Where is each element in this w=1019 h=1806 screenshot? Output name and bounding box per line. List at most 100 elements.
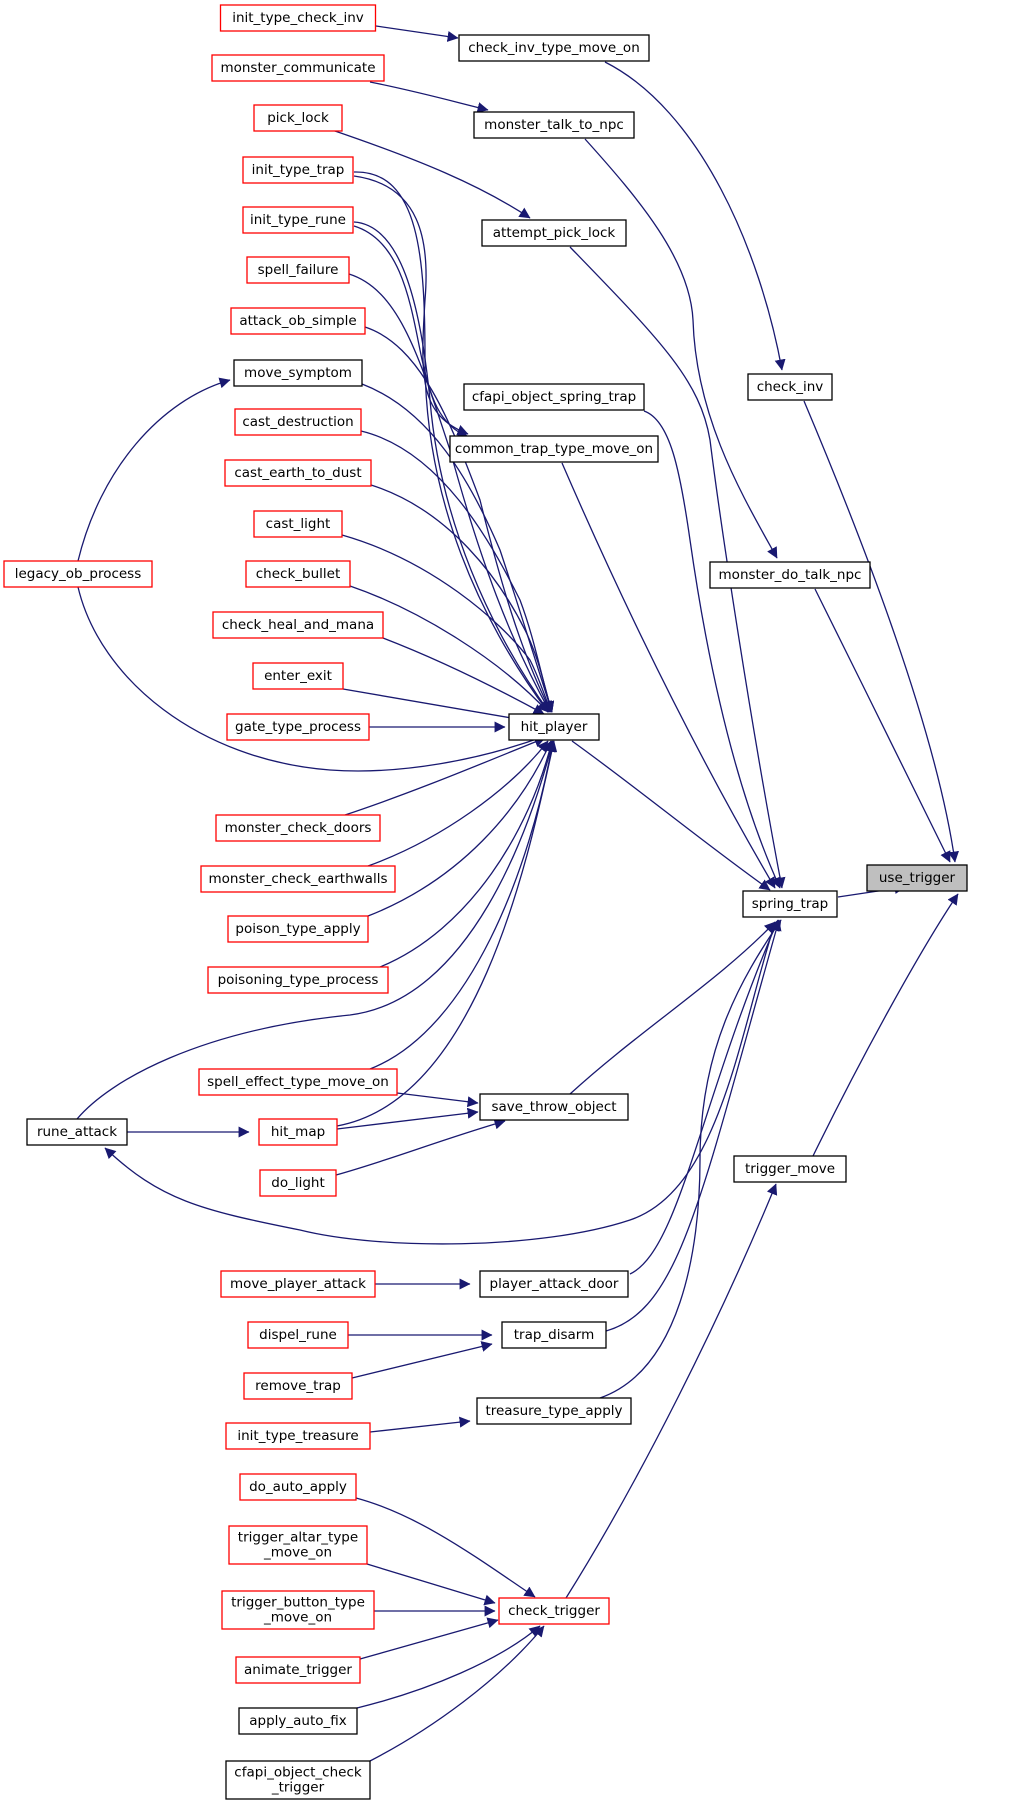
- edge-spell_effect_type_move_on-to-hit_player: [369, 740, 557, 1070]
- node-use_trigger[interactable]: use_trigger: [866, 864, 968, 892]
- node-box: [473, 111, 635, 139]
- node-trigger_move[interactable]: trigger_move: [733, 1155, 847, 1183]
- node-box: [709, 561, 871, 589]
- node-box: [212, 611, 384, 639]
- node-cast_light[interactable]: cast_light: [253, 510, 343, 538]
- node-check_trigger[interactable]: check_trigger: [498, 1597, 610, 1625]
- node-init_type_treasure[interactable]: init_type_treasure: [225, 1422, 371, 1450]
- edge-monster_communicate-to-monster_talk_to_npc: [369, 81, 489, 113]
- node-label: init_type_rune: [250, 212, 346, 228]
- node-monster_do_talk_npc[interactable]: monster_do_talk_npc: [709, 561, 871, 589]
- node-label: trigger_move: [745, 1161, 835, 1177]
- node-monster_check_earthwalls[interactable]: monster_check_earthwalls: [200, 865, 396, 893]
- node-label: rune_attack: [37, 1124, 117, 1140]
- node-label: cfapi_object_check: [234, 1765, 362, 1781]
- edge-save_throw_object-to-spring_trap: [569, 921, 776, 1095]
- node-box: [226, 713, 370, 741]
- node-move_player_attack[interactable]: move_player_attack: [220, 1270, 376, 1298]
- node-box: [215, 814, 381, 842]
- edge-monster_check_doors-to-hit_player: [344, 736, 546, 816]
- node-label: move_player_attack: [230, 1276, 366, 1292]
- node-gate_type_process[interactable]: gate_type_process: [226, 713, 370, 741]
- node-box: [458, 34, 650, 62]
- edge-trigger_move-to-use_trigger: [812, 893, 959, 1157]
- node-box: [26, 1118, 128, 1146]
- edge-rune_attack-to-hit_player: [76, 740, 556, 1120]
- edge-poison_type_apply-to-hit_player: [367, 740, 552, 917]
- node-monster_talk_to_npc[interactable]: monster_talk_to_npc: [473, 111, 635, 139]
- node-apply_auto_fix[interactable]: apply_auto_fix: [238, 1707, 358, 1735]
- node-legacy_ob_process[interactable]: legacy_ob_process: [3, 560, 153, 588]
- node-box: [501, 1321, 607, 1349]
- node-box: [508, 713, 600, 741]
- edge-spring_trap-to-rune_attack: [104, 922, 776, 1245]
- node-check_inv_type_move_on[interactable]: check_inv_type_move_on: [458, 34, 650, 62]
- node-box: [225, 1760, 371, 1800]
- node-monster_check_doors[interactable]: monster_check_doors: [215, 814, 381, 842]
- node-label: hit_map: [271, 1124, 325, 1140]
- node-box: [230, 307, 366, 335]
- node-box: [211, 54, 385, 82]
- node-attempt_pick_lock[interactable]: attempt_pick_lock: [481, 219, 627, 247]
- node-spell_effect_type_move_on[interactable]: spell_effect_type_move_on: [198, 1068, 398, 1096]
- node-box: [234, 408, 362, 436]
- node-box: [224, 459, 372, 487]
- node-label: monster_communicate: [220, 60, 375, 76]
- node-player_attack_door[interactable]: player_attack_door: [479, 1270, 629, 1298]
- node-save_throw_object[interactable]: save_throw_object: [479, 1093, 629, 1121]
- node-hit_map[interactable]: hit_map: [258, 1118, 338, 1146]
- node-label: cfapi_object_spring_trap: [472, 389, 636, 405]
- node-spell_failure[interactable]: spell_failure: [246, 256, 350, 284]
- node-label: monster_talk_to_npc: [484, 117, 624, 133]
- node-label: player_attack_door: [490, 1276, 619, 1292]
- node-box: [449, 435, 659, 463]
- node-check_inv[interactable]: check_inv: [747, 373, 833, 401]
- node-label: init_type_treasure: [237, 1428, 358, 1444]
- node-trigger_altar_type_move_on[interactable]: trigger_altar_type_move_on: [228, 1525, 368, 1565]
- node-trigger_button_type_move_on[interactable]: trigger_button_type_move_on: [221, 1590, 375, 1630]
- node-animate_trigger[interactable]: animate_trigger: [235, 1656, 361, 1684]
- node-treasure_type_apply[interactable]: treasure_type_apply: [476, 1397, 632, 1425]
- node-box: [253, 104, 343, 132]
- node-pick_lock[interactable]: pick_lock: [253, 104, 343, 132]
- node-cast_earth_to_dust[interactable]: cast_earth_to_dust: [224, 459, 372, 487]
- node-cfapi_object_spring_trap[interactable]: cfapi_object_spring_trap: [463, 383, 645, 411]
- node-do_light[interactable]: do_light: [259, 1169, 337, 1197]
- node-label: check_trigger: [508, 1603, 600, 1619]
- node-remove_trap[interactable]: remove_trap: [243, 1372, 353, 1400]
- edge-move_symptom-to-hit_player: [361, 383, 554, 713]
- node-trap_disarm[interactable]: trap_disarm: [501, 1321, 607, 1349]
- node-init_type_rune[interactable]: init_type_rune: [242, 206, 354, 234]
- node-label: init_type_check_inv: [232, 10, 364, 26]
- node-move_symptom[interactable]: move_symptom: [233, 359, 363, 387]
- node-poison_type_apply[interactable]: poison_type_apply: [227, 915, 369, 943]
- node-do_auto_apply[interactable]: do_auto_apply: [239, 1473, 357, 1501]
- node-init_type_check_inv[interactable]: init_type_check_inv: [219, 4, 377, 32]
- node-label: spring_trap: [752, 896, 828, 912]
- node-check_bullet[interactable]: check_bullet: [245, 560, 351, 588]
- node-init_type_trap[interactable]: init_type_trap: [242, 156, 354, 184]
- node-check_heal_and_mana[interactable]: check_heal_and_mana: [212, 611, 384, 639]
- node-common_trap_type_move_on[interactable]: common_trap_type_move_on: [449, 435, 659, 463]
- node-box: [233, 359, 363, 387]
- node-box: [252, 662, 344, 690]
- node-label: trigger_button_type: [231, 1595, 365, 1611]
- node-hit_player[interactable]: hit_player: [508, 713, 600, 741]
- node-cfapi_object_check_trigger[interactable]: cfapi_object_check_trigger: [225, 1760, 371, 1800]
- node-enter_exit[interactable]: enter_exit: [252, 662, 344, 690]
- edge-init_type_trap-to-hit_player: [353, 171, 549, 713]
- node-label: spell_failure: [258, 262, 339, 278]
- edge-animate_trigger-to-check_trigger: [359, 1617, 499, 1660]
- edge-do_auto_apply-to-check_trigger: [355, 1497, 536, 1598]
- node-dispel_rune[interactable]: dispel_rune: [247, 1321, 349, 1349]
- node-spring_trap[interactable]: spring_trap: [742, 890, 838, 918]
- node-label: poisoning_type_process: [218, 972, 379, 988]
- node-monster_communicate[interactable]: monster_communicate: [211, 54, 385, 82]
- node-attack_ob_simple[interactable]: attack_ob_simple: [230, 307, 366, 335]
- edge-init_type_rune-to-common_trap_type_move_on: [353, 225, 469, 438]
- node-cast_destruction[interactable]: cast_destruction: [234, 408, 362, 436]
- node-label: enter_exit: [264, 668, 332, 684]
- node-label: gate_type_process: [235, 719, 361, 735]
- node-poisoning_type_process[interactable]: poisoning_type_process: [207, 966, 389, 994]
- node-rune_attack[interactable]: rune_attack: [26, 1118, 128, 1146]
